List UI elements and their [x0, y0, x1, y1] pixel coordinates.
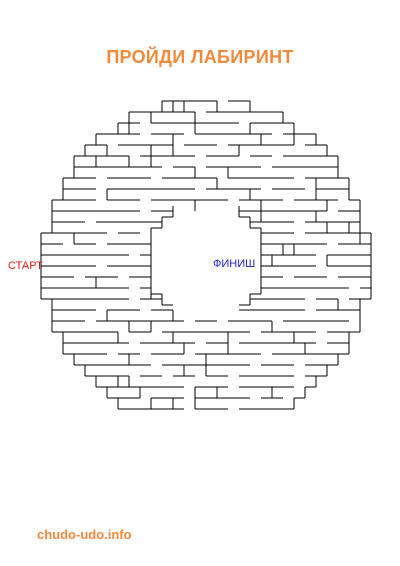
start-label: СТАРТ [8, 260, 43, 272]
maze-walls [40, 100, 372, 410]
page-title: ПРОЙДИ ЛАБИРИНТ [106, 47, 294, 67]
finish-label: ФИНИШ [213, 258, 256, 270]
site-watermark: chudo-udo.info [37, 527, 132, 542]
